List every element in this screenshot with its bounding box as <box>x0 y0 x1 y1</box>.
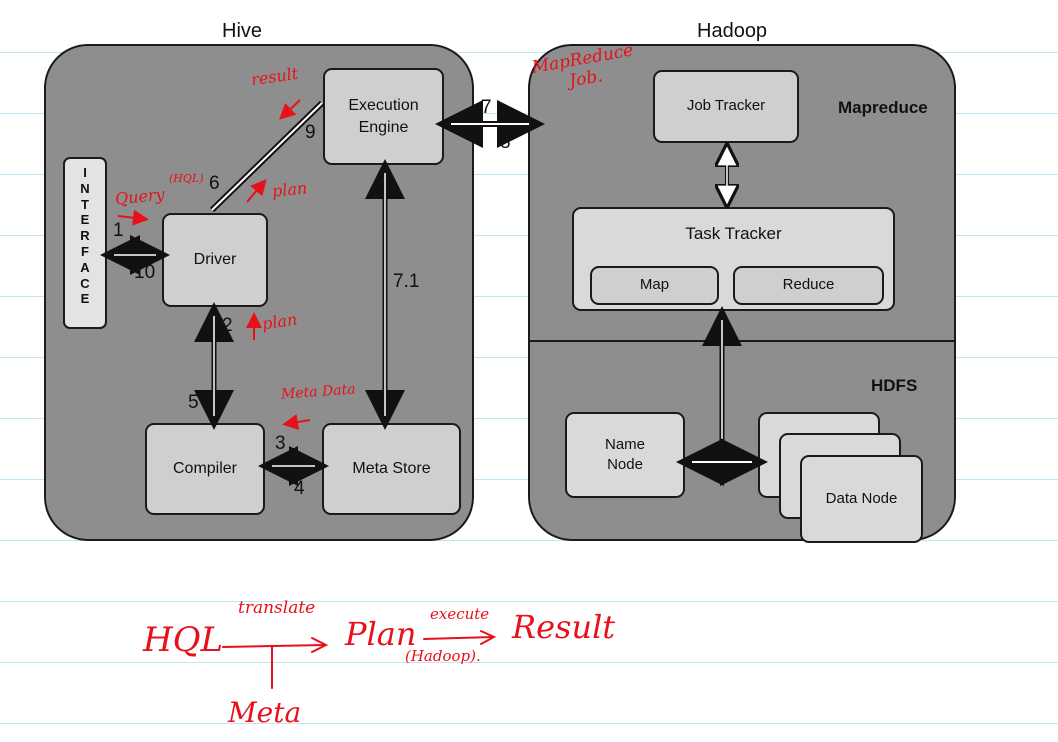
bottom-meta: Meta <box>228 696 302 729</box>
step-4: 4 <box>294 478 305 499</box>
step-7-1: 7.1 <box>393 271 420 292</box>
interface-box: INTERFACE <box>63 157 107 329</box>
step-3: 3 <box>275 433 286 454</box>
task-tracker-label: Task Tracker <box>685 224 782 243</box>
job-tracker-node: Job Tracker <box>653 70 799 143</box>
bottom-result: Result <box>512 608 616 646</box>
step-7: 7 <box>481 97 492 118</box>
execution-engine-node: Execution Engine <box>323 68 444 165</box>
bottom-hadoop: (Hadoop). <box>405 647 481 665</box>
step-9: 9 <box>305 122 316 143</box>
step-5: 5 <box>188 392 199 413</box>
step-8: 8 <box>500 132 511 153</box>
red-annotation-arrows <box>117 99 311 430</box>
hadoop-divider <box>530 340 954 342</box>
note-plan-top: plan <box>271 178 309 201</box>
hdfs-label: HDFS <box>871 376 918 395</box>
map-node: Map <box>590 266 719 305</box>
meta-store-node: Meta Store <box>322 423 461 515</box>
data-node: Data Node <box>800 455 923 543</box>
hadoop-title: Hadoop <box>697 20 768 42</box>
reduce-node: Reduce <box>733 266 884 305</box>
driver-engine-link <box>209 100 325 213</box>
hive-title: Hive <box>222 20 263 42</box>
bottom-note-arrows <box>222 630 497 689</box>
driver-node: Driver <box>162 213 268 307</box>
step-2: 2 <box>222 315 233 336</box>
step-1: 1 <box>113 220 124 241</box>
mapreduce-label: Mapreduce <box>838 98 928 117</box>
bottom-translate: translate <box>238 598 316 618</box>
step-6: 6 <box>209 173 220 194</box>
note-hql-sup: (HQL) <box>169 172 204 185</box>
bottom-execute: execute <box>430 605 490 623</box>
interface-label: INTERFACE <box>80 165 90 307</box>
bottom-plan: Plan <box>345 615 417 653</box>
bottom-hql: HQL <box>143 620 224 660</box>
step-10: 10 <box>134 262 156 283</box>
